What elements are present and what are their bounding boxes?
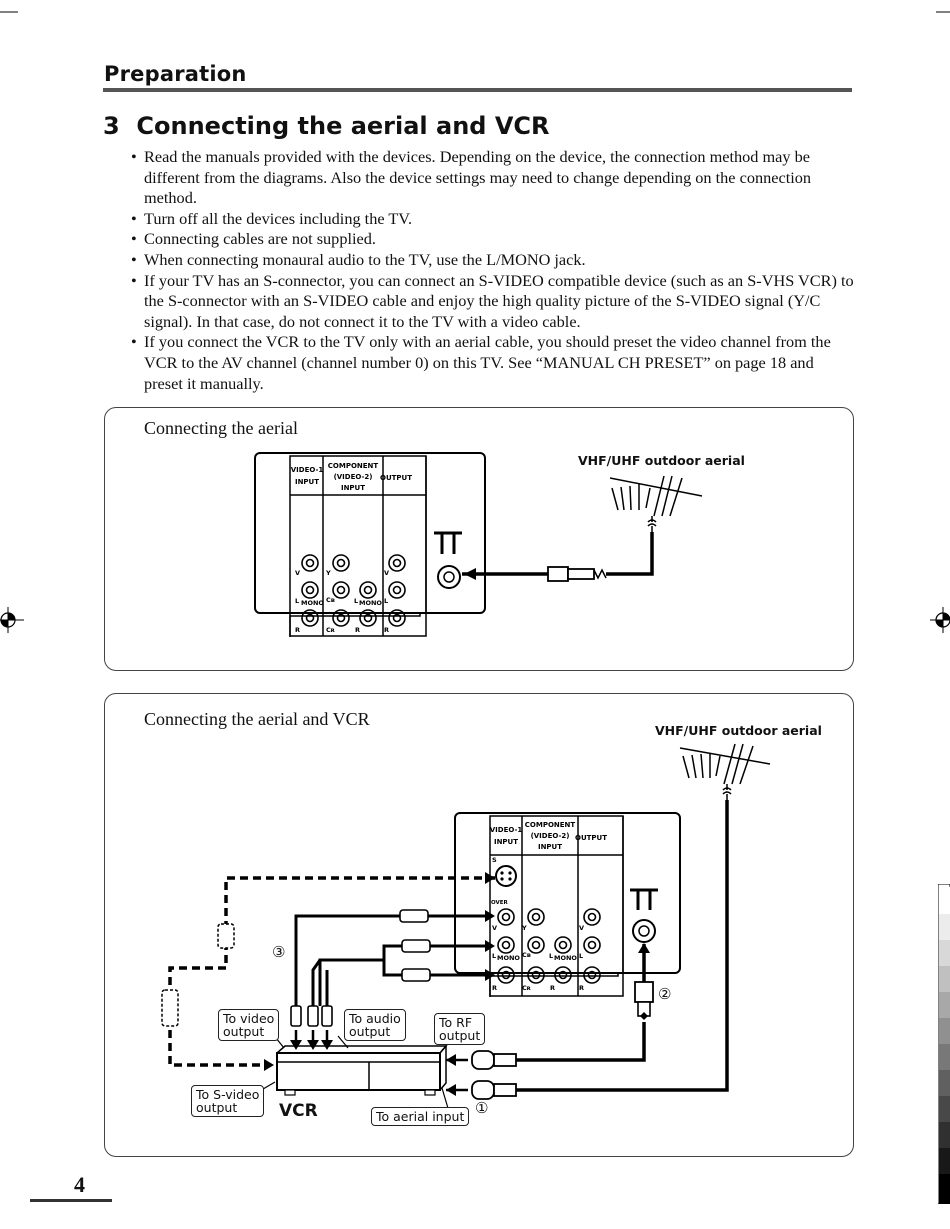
- aerial-label-2: VHF/UHF outdoor aerial: [655, 723, 822, 738]
- panel-output-label: OUTPUT: [380, 474, 412, 482]
- step-number-3: ③: [272, 943, 286, 961]
- diagram-aerial-label: Connecting the aerial: [144, 418, 298, 438]
- section-rule: [103, 88, 852, 92]
- jack2-label-r2: R: [550, 984, 555, 992]
- panel-component-label2: (VIDEO-2): [334, 473, 373, 481]
- jack2-label-v: V: [492, 924, 497, 932]
- jack2-label-l2: L: [549, 952, 553, 960]
- panel2-component-label: COMPONENT: [525, 821, 576, 829]
- jack2-label-r: R: [492, 984, 497, 992]
- callout-audio-output: To audio output: [344, 1009, 406, 1041]
- jack-label-l3: L: [384, 597, 388, 605]
- jack-label-mono: MONO: [301, 599, 324, 607]
- jack2-label-v2: V: [579, 924, 584, 932]
- registration-mark-right: [930, 607, 950, 633]
- callout-svideo-output: To S-video output: [191, 1085, 265, 1117]
- jack-label-r: R: [295, 626, 300, 634]
- callout-aerial-input: To aerial input: [371, 1107, 470, 1126]
- section-heading: Preparation: [104, 62, 247, 86]
- callout-rf-output: To RF output: [434, 1013, 486, 1045]
- bullet-item: Turn off all the devices including the T…: [131, 209, 856, 230]
- page-title: 3 Connecting the aerial and VCR: [103, 112, 550, 140]
- jack-label-r2: R: [355, 626, 360, 634]
- tv-panel: [254, 452, 486, 614]
- panel2-output-label: OUTPUT: [575, 834, 607, 842]
- page-number-rule: [30, 1199, 112, 1202]
- jack-label-cb: Cʙ: [326, 596, 335, 604]
- aerial-antenna: [609, 475, 703, 532]
- vcr-label: VCR: [279, 1101, 318, 1121]
- aerial-antenna-2: [679, 743, 771, 800]
- jack-label-s: S: [492, 856, 497, 864]
- jack-label-v2: V: [384, 569, 389, 577]
- jack2-label-l: L: [492, 952, 496, 960]
- grayscale-strip: [938, 884, 950, 1204]
- diagram-vcr-label: Connecting the aerial and VCR: [144, 709, 370, 729]
- step-number-2: ②: [658, 985, 672, 1003]
- diagram-aerial-box: [104, 407, 854, 671]
- diagram-aerial: VIDEO-1 INPUT COMPONENT (VIDEO-2) INPUT …: [254, 452, 703, 637]
- jack-label-v: V: [295, 569, 300, 577]
- jack2-label-cb: Cʙ: [522, 951, 531, 959]
- panel-video1-label: VIDEO-1: [291, 466, 324, 474]
- jack-label-r3: R: [384, 626, 389, 634]
- jack2-label-cr: Cʀ: [522, 984, 531, 992]
- bullet-item: Read the manuals provided with the devic…: [131, 147, 856, 209]
- jack-label-l: L: [295, 597, 299, 605]
- jack-label-y: Y: [325, 569, 331, 577]
- aerial-label: VHF/UHF outdoor aerial: [578, 453, 745, 468]
- panel-jacks: [301, 554, 406, 627]
- jack2-label-l3: L: [579, 952, 583, 960]
- jack2-label-mono2: MONO: [554, 954, 577, 962]
- step-number-1: ①: [475, 1099, 489, 1117]
- panel2-component-label3: INPUT: [538, 843, 562, 851]
- panel2-video1-label2: INPUT: [494, 838, 518, 846]
- panel2-video1-label: VIDEO-1: [490, 826, 523, 834]
- diagram-vcr-box: [104, 693, 854, 1157]
- jack-label-mono2: MONO: [359, 599, 382, 607]
- bullet-item: When connecting monaural audio to the TV…: [131, 250, 856, 271]
- bullet-list: Read the manuals provided with the devic…: [131, 147, 856, 394]
- panel-component-label: COMPONENT: [328, 462, 379, 470]
- bullet-item: If you connect the VCR to the TV only wi…: [131, 332, 856, 394]
- registration-mark-left: [0, 607, 24, 633]
- jack2-label-mono: MONO: [497, 954, 520, 962]
- vcr-unit: [276, 1043, 448, 1096]
- bullet-item: If your TV has an S-connector, you can c…: [131, 271, 856, 333]
- jack-label-cr: Cʀ: [326, 626, 335, 634]
- bullet-item: Connecting cables are not supplied.: [131, 229, 856, 250]
- panel-video1-label2: INPUT: [295, 478, 319, 486]
- page-number: 4: [74, 1172, 85, 1197]
- panel2-component-label2: (VIDEO-2): [531, 832, 570, 840]
- jack2-label-r3: R: [579, 984, 584, 992]
- jack-label-l2: L: [354, 597, 358, 605]
- crop-marks: [0, 11, 950, 13]
- panel-component-label3: INPUT: [341, 484, 365, 492]
- jack2-label-y: Y: [521, 924, 527, 932]
- jack-label-over: OVER: [491, 900, 509, 906]
- diagram-vcr: VIDEO-1 INPUT COMPONENT (VIDEO-2) INPUT …: [161, 743, 771, 1116]
- callout-video-output: To video output: [218, 1009, 280, 1041]
